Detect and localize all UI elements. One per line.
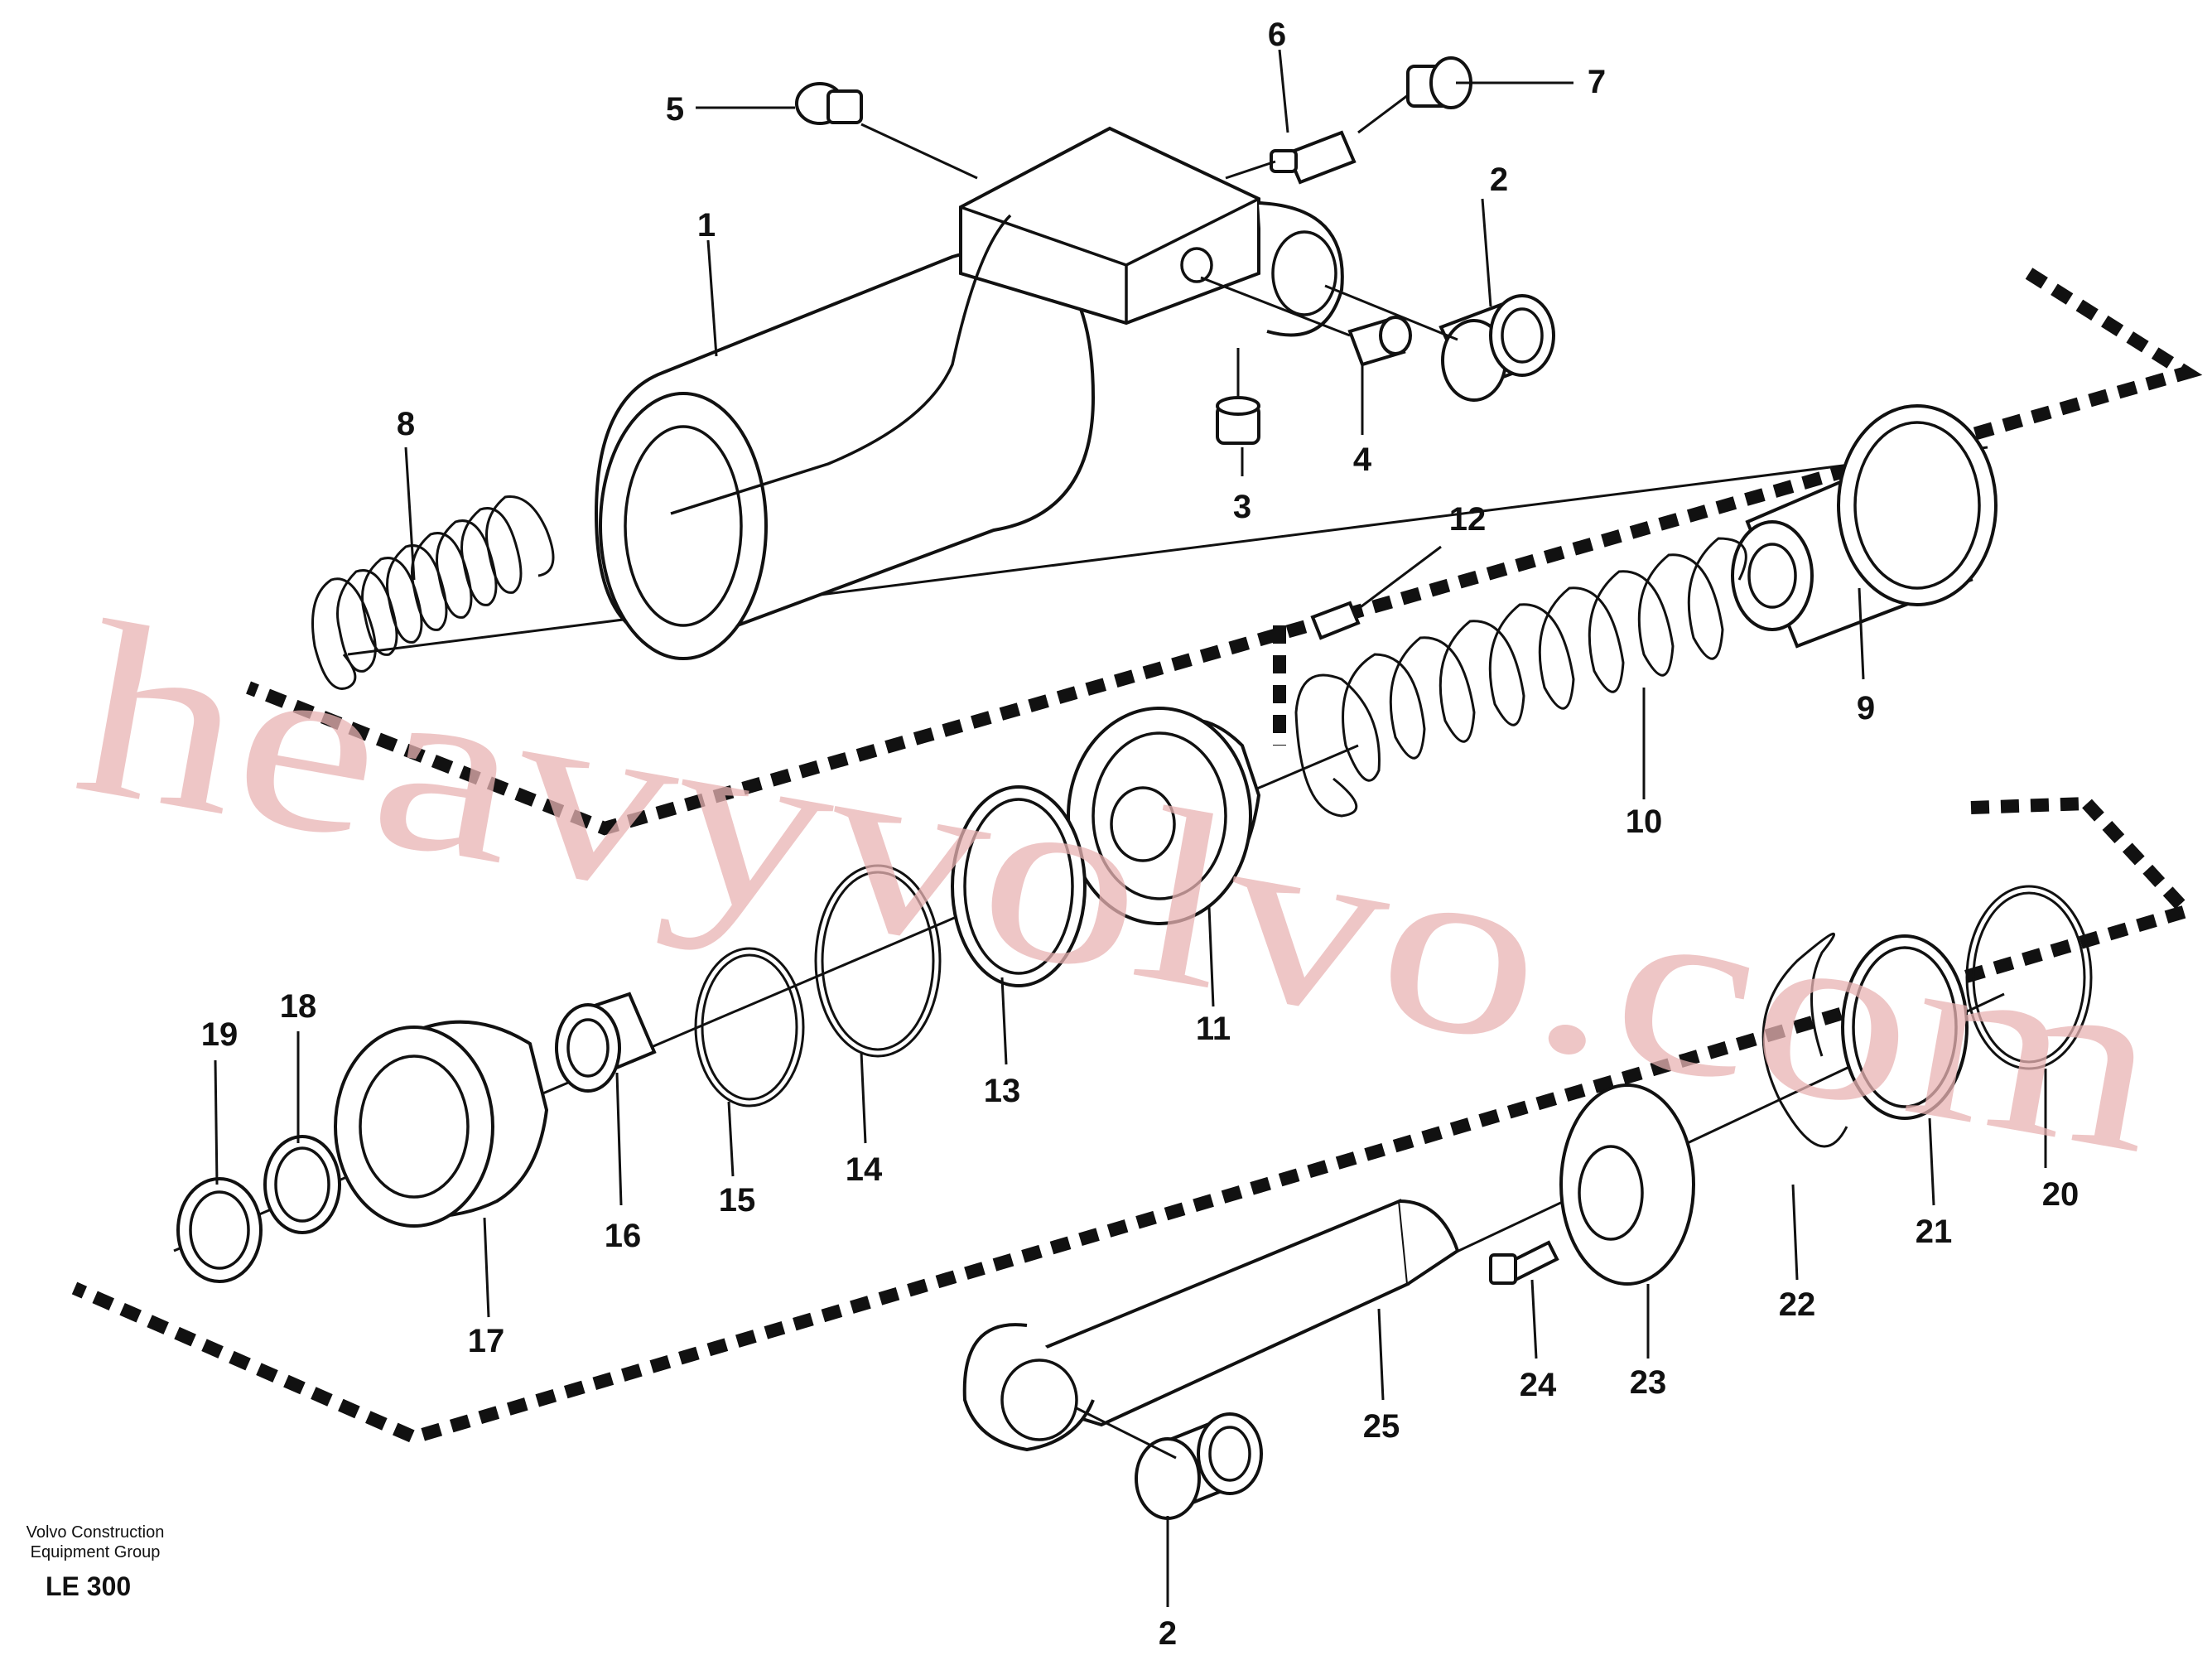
callout-leader-lines <box>214 49 2047 1607</box>
callout-20: 20 <box>2042 1176 2079 1213</box>
part-rings-13-14-15 <box>694 785 1087 1108</box>
part-guide-sleeve-9 <box>1731 404 1998 649</box>
callout-17: 17 <box>468 1323 505 1359</box>
footer-company-line1: Volvo Construction <box>26 1523 165 1542</box>
callout-10: 10 <box>1626 804 1663 840</box>
part-bushing-bottom <box>1076 1407 1263 1520</box>
part-plug-7 <box>1357 56 1472 134</box>
callout-4: 4 <box>1353 442 1372 478</box>
footer-company-line2: Equipment Group <box>30 1543 161 1561</box>
callout-21: 21 <box>1916 1214 1953 1250</box>
callout-12: 12 <box>1449 501 1487 538</box>
part-flange-washer-23 <box>1559 1083 1695 1286</box>
callout-24: 24 <box>1520 1367 1557 1403</box>
part-bushing-top <box>1324 284 1555 402</box>
part-valve-pin-6 <box>1225 130 1357 185</box>
callout-22: 22 <box>1779 1286 1816 1323</box>
part-bolt-24 <box>1489 1240 1559 1285</box>
callout-14: 14 <box>846 1151 883 1188</box>
callout-15: 15 <box>719 1182 756 1219</box>
callout-8: 8 <box>397 406 415 442</box>
footer-drawing-code: LE 300 <box>46 1571 132 1601</box>
callout-2-top: 2 <box>1490 162 1508 198</box>
callout-19: 19 <box>201 1016 239 1053</box>
part-seals-18-19 <box>176 1135 341 1283</box>
callout-3: 3 <box>1233 489 1251 525</box>
callout-16: 16 <box>605 1218 642 1254</box>
callout-2-bottom: 2 <box>1159 1615 1177 1652</box>
callout-18: 18 <box>280 988 317 1025</box>
part-small-spring-8 <box>311 495 555 690</box>
dashed-assembly-frame <box>71 268 2203 1445</box>
part-piston-rod-25 <box>962 1199 1460 1452</box>
part-cylinder-head-17 <box>334 1020 549 1228</box>
callout-11: 11 <box>1196 1011 1231 1047</box>
callout-6: 6 <box>1268 17 1286 53</box>
callout-5: 5 <box>666 91 684 128</box>
footer-company-name: Volvo Construction Equipment Group <box>17 1523 174 1562</box>
part-plug-4 <box>1200 276 1412 367</box>
part-set-screw-12 <box>1310 601 1361 640</box>
part-bushing-16 <box>555 992 657 1093</box>
callout-1: 1 <box>697 207 716 244</box>
callout-25: 25 <box>1363 1408 1400 1445</box>
callout-labels: 1 2 3 4 5 6 7 8 9 10 11 12 13 14 15 16 1… <box>201 17 2079 1652</box>
part-large-spring-10 <box>1294 537 1747 818</box>
callout-9: 9 <box>1857 690 1875 726</box>
part-plug-3 <box>1216 348 1260 445</box>
callout-23: 23 <box>1630 1364 1667 1401</box>
part-plug-5 <box>795 82 978 180</box>
part-rings-20-21-22 <box>1761 885 2093 1148</box>
part-piston-11 <box>1067 707 1261 925</box>
callout-7: 7 <box>1588 64 1606 100</box>
part-cylinder-body <box>594 126 1344 660</box>
callout-13: 13 <box>984 1073 1021 1109</box>
